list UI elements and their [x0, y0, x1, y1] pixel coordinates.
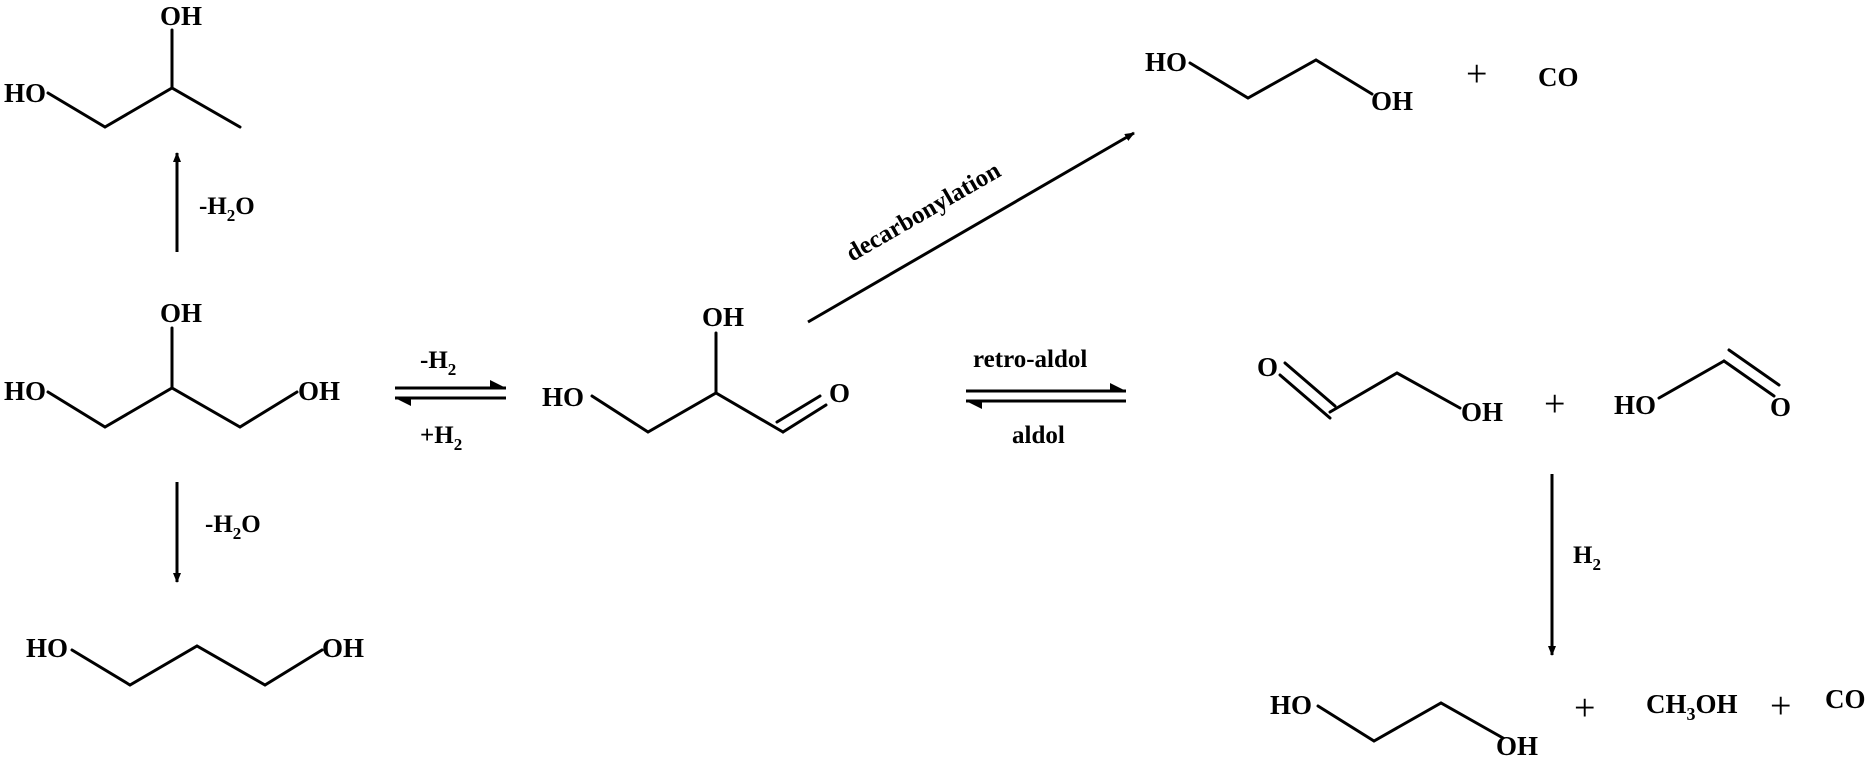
glyceraldehyde: OH HO O [542, 302, 850, 434]
glyceraldehyde-carbonyl-bond-2 [775, 394, 822, 424]
glycerol-ho-left: HO [4, 376, 46, 406]
condition-decarbonylation: decarbonylation [842, 157, 1006, 267]
ethylene-glycol-top-chain [1188, 58, 1374, 100]
formic-acid-chain [1657, 359, 1726, 400]
condition-dehydration-down: -H2O [205, 511, 261, 543]
propanediol-13: HO OH [26, 633, 364, 687]
ethylene-glycol-top-ho: HO [1145, 47, 1187, 77]
plus-sign-top: + [1466, 53, 1487, 95]
glyceraldehyde-ho-left: HO [542, 382, 584, 412]
propanediol-13-ho: HO [26, 633, 68, 663]
arrow-decarbonylation [807, 131, 1135, 324]
condition-dehydrogenation: -H2 [420, 347, 456, 379]
glycerol-oh-top: OH [160, 298, 202, 328]
plus-sign-bottom-1: + [1574, 687, 1595, 729]
propanediol-13-chain [70, 644, 324, 687]
arrow-retro-aldol-head [1110, 383, 1126, 391]
condition-hydrogenation: +H2 [420, 422, 462, 454]
formic-acid: HO O [1614, 348, 1791, 422]
condition-retro-aldol: retro-aldol [973, 346, 1087, 373]
condition-hydrogen: H2 [1573, 542, 1601, 574]
glycerol-chain [46, 386, 299, 429]
propanediol-12-ho: HO [4, 78, 46, 108]
ethylene-glycol-bottom-chain [1316, 701, 1505, 743]
condition-aldol: aldol [1012, 422, 1065, 449]
glycolaldehyde-o: O [1257, 352, 1278, 382]
glyceraldehyde-o: O [829, 378, 850, 408]
methanol: CH3OH [1646, 689, 1738, 724]
glyceraldehyde-carbonyl-bond-1 [781, 403, 828, 434]
glycolaldehyde-carbonyl-bond-2 [1278, 373, 1332, 420]
ethylene-glycol-bottom-oh: OH [1496, 731, 1538, 759]
formic-acid-o: O [1770, 392, 1791, 422]
propanediol-12: OH HO [4, 1, 242, 129]
formic-acid-ho: HO [1614, 390, 1656, 420]
glyceraldehyde-chain [590, 391, 785, 434]
co-top: CO [1538, 62, 1579, 92]
plus-sign-bottom-2: + [1770, 685, 1791, 727]
ethylene-glycol-bottom: HO OH [1270, 690, 1538, 759]
glyceraldehyde-oh-top: OH [702, 302, 744, 332]
ethylene-glycol-top: HO OH [1145, 47, 1413, 116]
propanediol-13-oh: OH [322, 633, 364, 663]
arrow-forward-dehydrogenation-head [490, 380, 506, 388]
plus-sign-middle: + [1544, 383, 1565, 425]
glycolaldehyde-chain [1328, 371, 1462, 414]
glycerol-oh-right: OH [298, 376, 340, 406]
glycolaldehyde-carbonyl-bond-1 [1283, 361, 1337, 408]
propanediol-12-oh: OH [160, 1, 202, 31]
propanediol-12-chain [46, 86, 242, 129]
ethylene-glycol-top-oh: OH [1371, 86, 1413, 116]
formic-acid-carbonyl-bond-1 [1722, 359, 1776, 398]
glycolaldehyde: O OH [1257, 352, 1503, 427]
glycerol: OH HO OH [4, 298, 340, 429]
formic-acid-carbonyl-bond-2 [1727, 348, 1781, 387]
co-bottom: CO [1825, 684, 1866, 714]
arrow-aldol-head [966, 401, 982, 409]
ethylene-glycol-bottom-ho: HO [1270, 690, 1312, 720]
condition-dehydration-up: -H2O [199, 193, 255, 225]
arrow-back-hydrogenation-head [395, 398, 411, 406]
glycolaldehyde-oh: OH [1461, 397, 1503, 427]
